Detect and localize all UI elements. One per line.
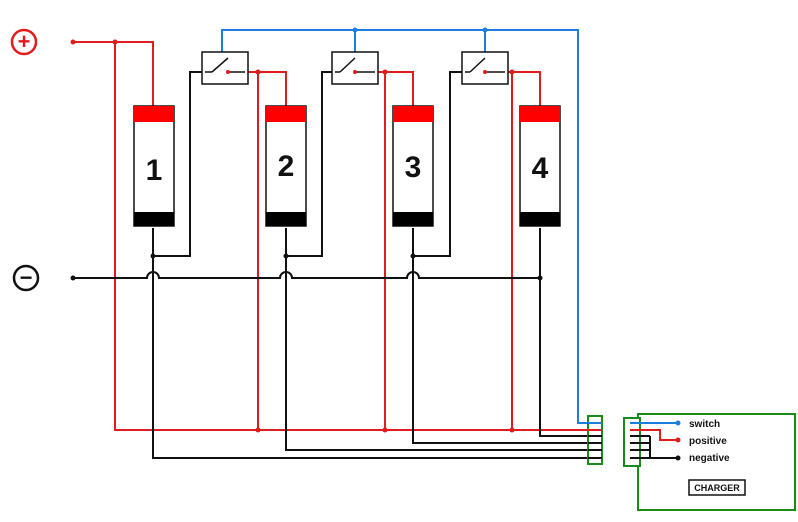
battery-label: 3 [405, 151, 422, 184]
switch-1 [201, 51, 249, 85]
charger-label: CHARGER [694, 483, 740, 493]
positive-symbol: + [18, 29, 31, 54]
negative-lead-1 [152, 256, 590, 459]
switch-3 [461, 51, 509, 85]
negative-bus [73, 271, 540, 279]
switch-2 [331, 51, 379, 85]
negative-lead-2 [285, 256, 590, 451]
positive-wire-drop [114, 42, 590, 431]
negative-wire-b2 [285, 71, 335, 257]
negative-wire-b3 [412, 71, 465, 257]
battery-label: 4 [532, 152, 549, 185]
battery-label: 1 [146, 154, 163, 187]
battery-2: 2 [265, 105, 307, 227]
charger-unit: switch positive negative CHARGER [623, 413, 796, 511]
battery-1: 1 [133, 105, 175, 227]
negative-wire-b4 [539, 228, 590, 437]
positive-terminal-symbol: + [10, 28, 38, 56]
negative-wire-b1 [152, 71, 205, 257]
charger-terminal-negative-label: negative [689, 453, 730, 464]
battery-4: 4 [519, 105, 561, 227]
switch-wire [221, 29, 590, 424]
negative-symbol: − [20, 265, 33, 290]
positive-wire-main [73, 41, 154, 108]
battery-label: 2 [278, 150, 295, 183]
junction-dots [70, 27, 543, 433]
battery-3: 3 [392, 105, 434, 227]
battery-side-connector [587, 415, 603, 465]
charger-terminal-switch-label: switch [689, 419, 720, 430]
negative-terminal-symbol: − [12, 264, 40, 292]
negative-lead-3 [412, 256, 590, 444]
charger-terminal-positive-label: positive [689, 436, 727, 447]
